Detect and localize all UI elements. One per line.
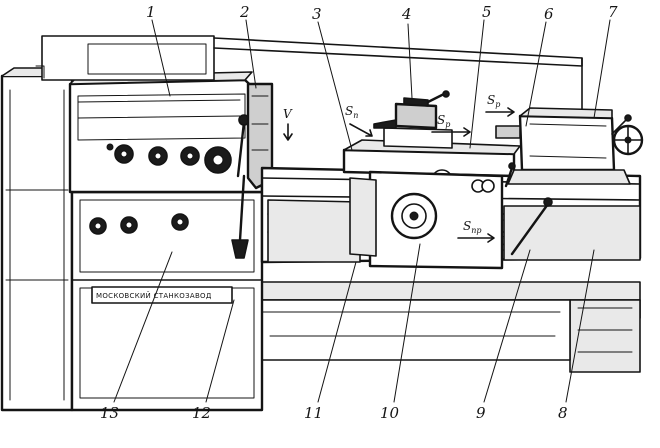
arrow-spindle-speed <box>283 123 293 141</box>
leader-9 <box>483 249 531 403</box>
part-number-1: 1 <box>146 3 156 21</box>
leader-8 <box>565 249 595 403</box>
part-number-5: 5 <box>482 3 492 21</box>
part-number-3: 3 <box>312 5 322 23</box>
rear-guard <box>35 35 583 119</box>
part-number-6: 6 <box>544 5 554 23</box>
label-feed-right: Sр <box>487 93 500 109</box>
part-number-2: 2 <box>239 3 250 21</box>
leader-4 <box>407 23 413 99</box>
apron <box>349 162 553 270</box>
arrow-feed-right <box>485 107 515 117</box>
leader-6 <box>525 21 547 127</box>
part-number-4: 4 <box>401 5 412 23</box>
label-spindle-speed: V <box>283 107 293 121</box>
leader-1 <box>151 19 171 97</box>
part-number-9: 9 <box>476 404 486 422</box>
part-number-8: 8 <box>558 404 568 422</box>
leader-13 <box>113 251 173 403</box>
part-number-10: 10 <box>380 404 400 422</box>
headstock <box>68 71 264 259</box>
feed-lever-handle <box>231 239 249 259</box>
leader-2 <box>245 19 257 89</box>
arrow-feed-cross <box>349 123 373 137</box>
nameplate <box>91 286 233 304</box>
label-feed-apron: Sпр <box>463 219 482 235</box>
part-number-12: 12 <box>192 404 211 422</box>
label-feed-cross: Sп <box>345 104 358 120</box>
label-feed-long: Sр <box>437 113 450 129</box>
leader-lines <box>113 19 611 403</box>
part-number-11: 11 <box>304 404 323 422</box>
arrow-feed-long <box>431 127 471 137</box>
leader-7 <box>593 19 611 119</box>
leader-10 <box>393 243 421 403</box>
part-number-7: 7 <box>608 3 618 21</box>
leader-11 <box>317 261 357 403</box>
part-numbers: 1 2 3 4 5 6 7 8 9 10 11 12 13 <box>100 3 618 422</box>
arrow-feed-apron <box>457 233 495 243</box>
motion-labels: V Sп Sр Sр Sпр <box>283 93 515 243</box>
tailstock <box>495 107 644 185</box>
part-number-13: 13 <box>100 404 119 422</box>
nameplate-text: МОСКОВСКИЙ СТАНКОЗАВОД <box>96 291 212 300</box>
leader-12 <box>205 299 235 403</box>
leader-3-left <box>317 21 353 151</box>
leader-5 <box>469 19 485 149</box>
